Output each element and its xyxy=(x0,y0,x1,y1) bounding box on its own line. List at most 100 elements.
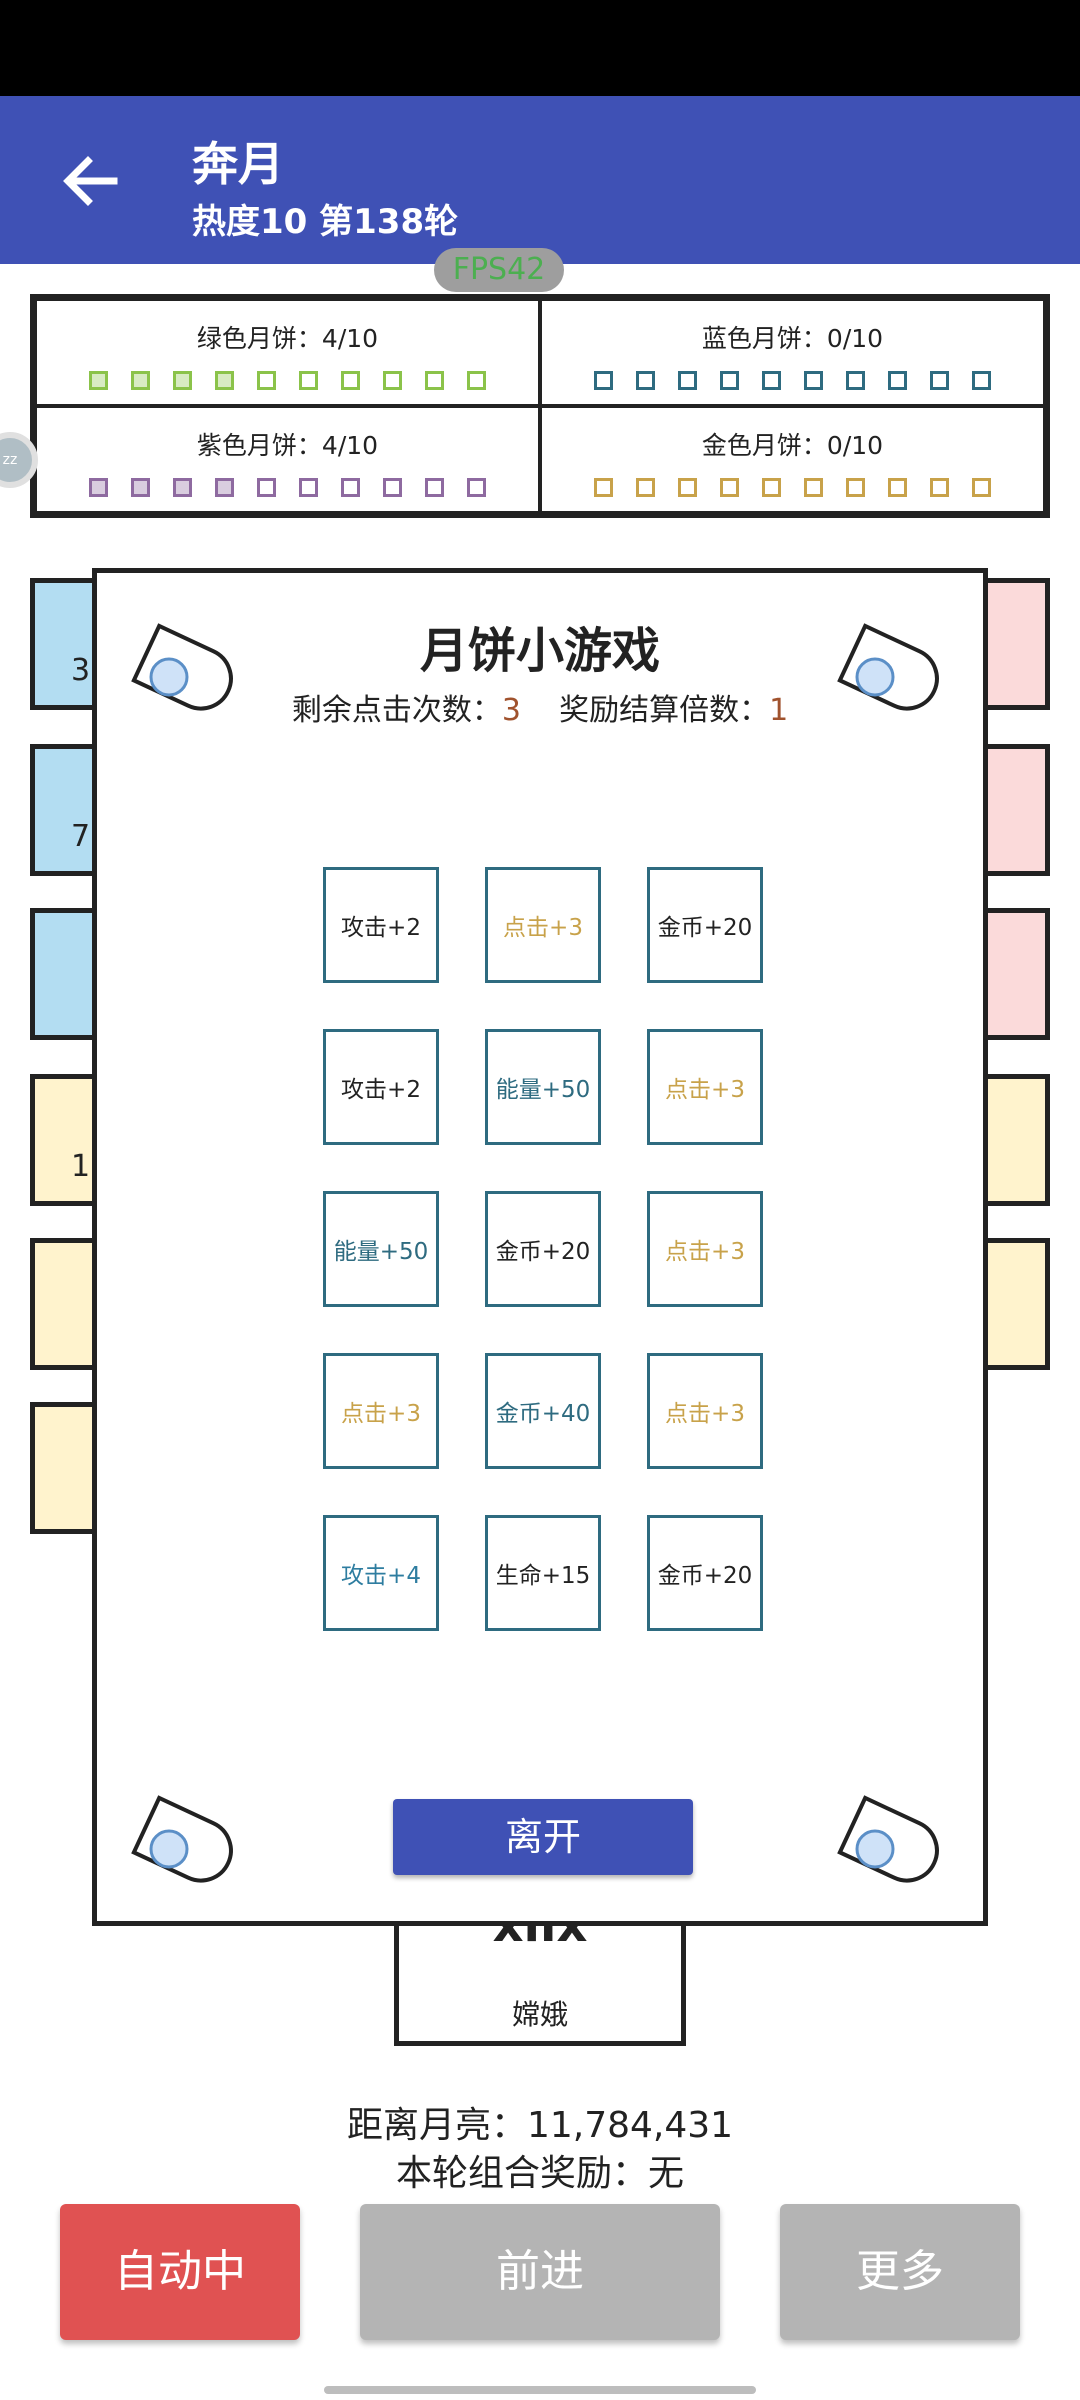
side-card-label: 1 xyxy=(71,1149,91,1184)
reward-tile[interactable]: 攻击+4 xyxy=(323,1515,439,1631)
reward-tile[interactable]: 金币+20 xyxy=(647,1515,763,1631)
progress-square xyxy=(215,371,234,390)
reward-tile[interactable]: 点击+3 xyxy=(485,867,601,983)
progress-square xyxy=(678,371,697,390)
progress-square xyxy=(131,371,150,390)
progress-square xyxy=(257,478,276,497)
clicks-remaining-value: 3 xyxy=(501,693,521,728)
mooncake-progress-squares xyxy=(37,478,538,497)
progress-square xyxy=(678,478,697,497)
progress-square xyxy=(888,371,907,390)
clicks-remaining-label: 剩余点击次数： xyxy=(291,693,502,728)
corner-decoration-icon xyxy=(837,623,939,711)
reward-tile[interactable]: 点击+3 xyxy=(647,1191,763,1307)
progress-square xyxy=(299,478,318,497)
progress-square xyxy=(930,478,949,497)
mooncake-progress-squares xyxy=(37,371,538,390)
more-button[interactable]: 更多 xyxy=(780,2204,1020,2340)
reward-tile[interactable]: 能量+50 xyxy=(323,1191,439,1307)
reward-multiplier-label: 奖励结算倍数： xyxy=(559,693,770,728)
auto-button[interactable]: 自动中 xyxy=(60,2204,300,2340)
right-side-card[interactable] xyxy=(980,908,1050,1040)
side-card-label: 3 xyxy=(71,653,91,688)
mooncake-label: 蓝色月饼：0/10 xyxy=(701,324,884,353)
navigation-handle[interactable] xyxy=(324,2386,756,2394)
back-arrow-icon[interactable] xyxy=(56,146,126,216)
app-bar: 奔月 热度10 第138轮 xyxy=(0,96,1080,264)
mooncake-label: 金色月饼：0/10 xyxy=(701,431,884,460)
progress-square xyxy=(383,478,402,497)
corner-decoration-icon xyxy=(131,1795,233,1883)
forward-button[interactable]: 前进 xyxy=(360,2204,720,2340)
progress-square xyxy=(341,478,360,497)
progress-square xyxy=(89,371,108,390)
progress-square xyxy=(594,371,613,390)
mooncake-label: 绿色月饼：4/10 xyxy=(196,324,379,353)
progress-square xyxy=(804,478,823,497)
reward-tile[interactable]: 点击+3 xyxy=(323,1353,439,1469)
floating-side-button[interactable]: zz xyxy=(0,432,38,488)
left-side-card[interactable] xyxy=(30,1238,100,1370)
left-side-card[interactable]: 7 xyxy=(30,744,100,876)
leave-button[interactable]: 离开 xyxy=(393,1799,693,1875)
progress-square xyxy=(762,478,781,497)
progress-square xyxy=(720,478,739,497)
combo-reward: 本轮组合奖励：无 xyxy=(395,2153,684,2194)
reward-tile[interactable]: 金币+40 xyxy=(485,1353,601,1469)
right-side-card[interactable] xyxy=(980,1238,1050,1370)
reward-tile[interactable]: 金币+20 xyxy=(647,867,763,983)
progress-square xyxy=(888,478,907,497)
reward-tile[interactable]: 点击+3 xyxy=(647,1353,763,1469)
progress-square xyxy=(89,478,108,497)
progress-square xyxy=(383,371,402,390)
mooncake-cell: 金色月饼：0/10 xyxy=(540,406,1045,513)
progress-square xyxy=(425,371,444,390)
right-side-card[interactable] xyxy=(980,1074,1050,1206)
progress-square xyxy=(846,478,865,497)
page-subtitle: 热度10 第138轮 xyxy=(192,202,459,242)
progress-square xyxy=(467,371,486,390)
progress-square xyxy=(762,371,781,390)
moon-distance: 距离月亮：11,784,431 xyxy=(346,2105,734,2146)
mooncake-cell: 紫色月饼：4/10 xyxy=(35,406,540,513)
progress-square xyxy=(930,371,949,390)
progress-square xyxy=(972,478,991,497)
status-bar xyxy=(0,0,1080,96)
mooncake-cell: 蓝色月饼：0/10 xyxy=(540,299,1045,406)
right-side-card[interactable] xyxy=(980,578,1050,710)
reward-tile[interactable]: 能量+50 xyxy=(485,1029,601,1145)
mooncake-progress-squares xyxy=(542,371,1043,390)
progress-square xyxy=(846,371,865,390)
progress-square xyxy=(636,478,655,497)
progress-square xyxy=(467,478,486,497)
left-side-card[interactable] xyxy=(30,908,100,1040)
mooncake-progress-panel: 绿色月饼：4/10 蓝色月饼：0/10 紫色月饼：4/10 金色月饼：0/10 xyxy=(30,294,1050,518)
progress-square xyxy=(972,371,991,390)
page-title: 奔月 xyxy=(192,137,284,191)
reward-tile[interactable]: 生命+15 xyxy=(485,1515,601,1631)
progress-square xyxy=(299,371,318,390)
progress-square xyxy=(341,371,360,390)
reward-tile[interactable]: 金币+20 xyxy=(485,1191,601,1307)
character-name: 嫦娥 xyxy=(511,1998,568,2031)
progress-square xyxy=(636,371,655,390)
left-side-card[interactable]: 3 xyxy=(30,578,100,710)
side-card-label: 7 xyxy=(71,819,91,854)
progress-square xyxy=(131,478,150,497)
progress-square xyxy=(720,371,739,390)
reward-multiplier-value: 1 xyxy=(769,693,789,728)
left-side-card[interactable]: 1 xyxy=(30,1074,100,1206)
progress-square xyxy=(173,371,192,390)
mooncake-progress-squares xyxy=(542,478,1043,497)
mooncake-label: 紫色月饼：4/10 xyxy=(196,431,379,460)
reward-tile[interactable]: 点击+3 xyxy=(647,1029,763,1145)
reward-tile[interactable]: 攻击+2 xyxy=(323,1029,439,1145)
progress-square xyxy=(257,371,276,390)
reward-tile[interactable]: 攻击+2 xyxy=(323,867,439,983)
right-side-card[interactable] xyxy=(980,744,1050,876)
left-side-card[interactable] xyxy=(30,1402,100,1534)
progress-square xyxy=(425,478,444,497)
corner-decoration-icon xyxy=(131,623,233,711)
progress-square xyxy=(594,478,613,497)
